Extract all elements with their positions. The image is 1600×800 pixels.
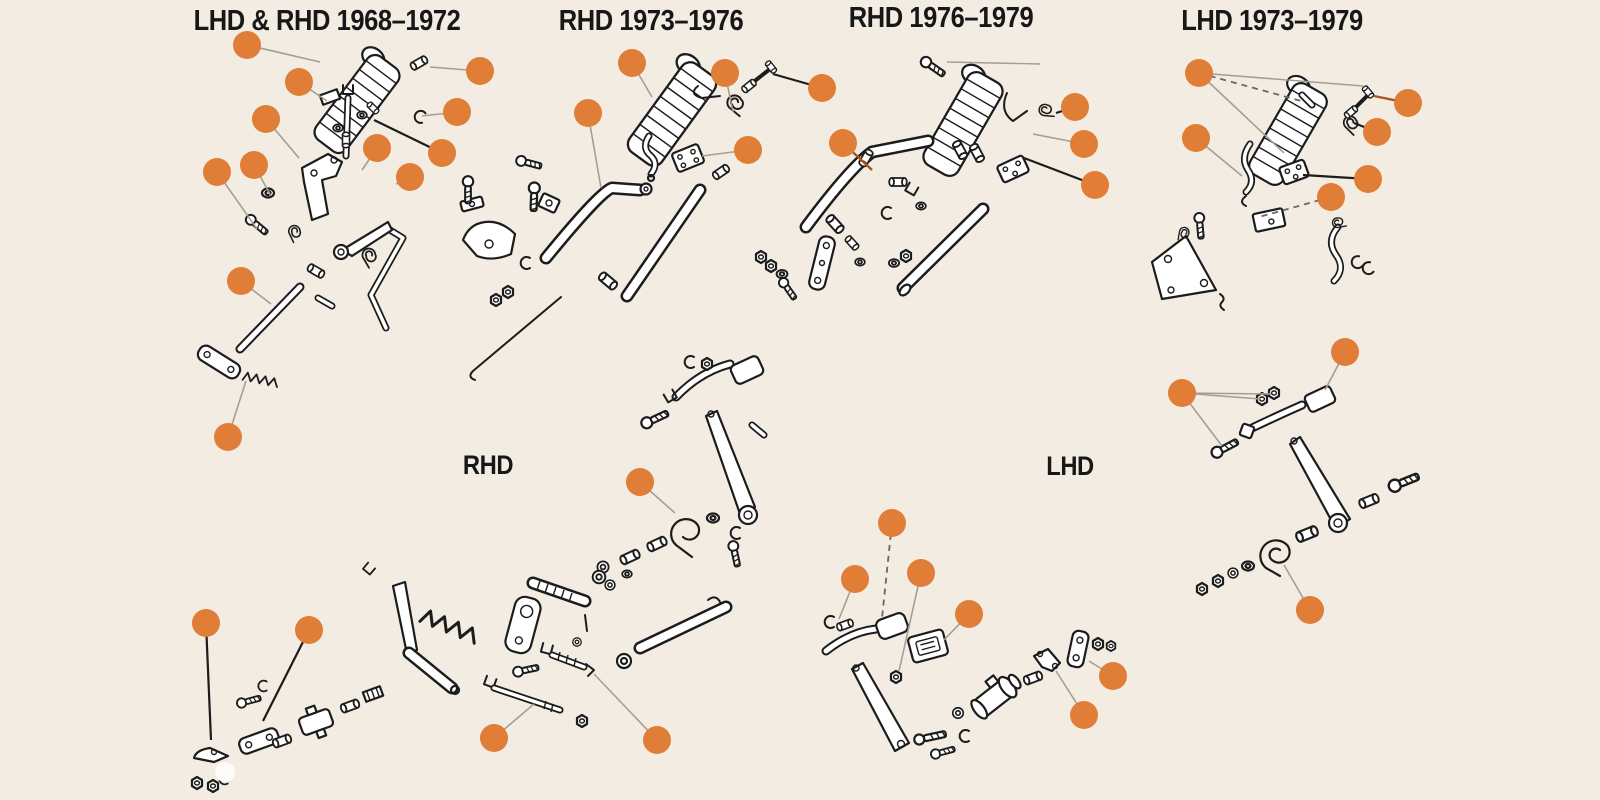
part-callout-dot-lhd-rhd-1968-1972-5[interactable] <box>203 158 231 186</box>
part-callout-dot-lhd-1[interactable] <box>878 509 906 537</box>
part-callout-dot-lhd-1973-1979-1[interactable] <box>1185 59 1213 87</box>
section-title-lhd-rhd-1968-1972: LHD & RHD 1968–1972 <box>193 5 461 37</box>
part-callout-dot-lhd-rhd-1968-1972-2[interactable] <box>285 68 313 96</box>
part-callout-dot-rhd-1976-1979-4[interactable] <box>1081 171 1109 199</box>
part-callout-dot-rhd-1973-1976-5[interactable] <box>734 136 762 164</box>
leader-line-rhd <box>204 622 213 741</box>
leader-line-lhd-1973-1979 <box>1181 392 1272 395</box>
leader-line-lhd-1973-1979 <box>1198 72 1364 87</box>
section-title-lhd-1973-1979: LHD 1973–1979 <box>1181 5 1363 37</box>
part-callout-dot-rhd-5[interactable] <box>643 726 671 754</box>
section-title-lhd: LHD <box>1046 451 1094 481</box>
part-callout-dot-rhd-1973-1976-1[interactable] <box>618 49 646 77</box>
part-callout-dot-lhd-rhd-1968-1972-9[interactable] <box>396 163 424 191</box>
art-rhd-lower <box>190 355 768 794</box>
part-callout-dot-lhd-rhd-1968-1972-11[interactable] <box>443 98 471 126</box>
leader-line-lhd-1973-1979 <box>1198 72 1285 154</box>
part-callout-dot-lhd-1973-1979-6[interactable] <box>1317 183 1345 211</box>
part-callout-dot-lhd-rhd-1968-1972-12[interactable] <box>466 57 494 85</box>
part-callout-dot-lhd-4[interactable] <box>955 600 983 628</box>
part-callout-dot-lhd-rhd-1968-1972-8[interactable] <box>363 134 391 162</box>
art-lhd-lower <box>821 612 1117 761</box>
part-callout-dot-lhd-5[interactable] <box>1099 662 1127 690</box>
leader-line-lhd-1973-1979 <box>1198 72 1306 103</box>
part-callout-dot-rhd-4[interactable] <box>480 724 508 752</box>
part-callout-dot-lhd-1973-1979-4[interactable] <box>1363 118 1391 146</box>
part-callout-dot-rhd-1976-1979-2[interactable] <box>1061 93 1089 121</box>
part-callout-dot-rhd-1973-1976-3[interactable] <box>808 74 836 102</box>
part-callout-dot-lhd-rhd-1968-1972-4[interactable] <box>240 151 268 179</box>
leader-line-lhd <box>898 572 922 672</box>
section-title-rhd-1976-1979: RHD 1976–1979 <box>848 2 1034 34</box>
art-rhd-1973-1976 <box>469 48 866 381</box>
part-callout-dot-lhd-rhd-1968-1972-3[interactable] <box>252 105 280 133</box>
part-callout-dot-rhd-2[interactable] <box>295 616 323 644</box>
part-callout-dot-rhd-3[interactable] <box>626 468 654 496</box>
part-callout-dot-lhd-1973-1979-9[interactable] <box>1296 596 1324 624</box>
part-callout-dot-lhd-6[interactable] <box>1070 701 1098 729</box>
leader-line-rhd <box>593 673 658 741</box>
section-title-rhd-1973-1976: RHD 1973–1976 <box>558 5 744 37</box>
art-rhd-1976-1979 <box>799 53 1055 297</box>
callout-overlay <box>192 31 1422 782</box>
part-callout-dot-white-rhd[interactable] <box>215 762 235 782</box>
part-callout-dot-lhd-1973-1979-5[interactable] <box>1354 165 1382 193</box>
leader-line-rhd <box>262 629 310 722</box>
art-lhd-rhd-1968-1972 <box>196 41 544 388</box>
part-callout-dot-lhd-rhd-1968-1972-1[interactable] <box>233 31 261 59</box>
part-callout-dot-lhd-1973-1979-8[interactable] <box>1168 379 1196 407</box>
part-callout-dot-rhd-1973-1976-4[interactable] <box>574 99 602 127</box>
art-lhd-1973-1979 <box>1150 70 1422 597</box>
leader-line-lhd <box>881 522 893 619</box>
part-callout-dot-lhd-rhd-1968-1972-6[interactable] <box>227 267 255 295</box>
part-callout-dot-lhd-rhd-1968-1972-7[interactable] <box>214 423 242 451</box>
part-callout-dot-rhd-1976-1979-1[interactable] <box>829 129 857 157</box>
part-callout-dot-rhd-1[interactable] <box>192 609 220 637</box>
part-callout-dot-rhd-1973-1976-2[interactable] <box>711 59 739 87</box>
part-callout-dot-lhd-1973-1979-2[interactable] <box>1182 124 1210 152</box>
part-callout-dot-lhd-2[interactable] <box>841 565 869 593</box>
part-callout-dot-lhd-1973-1979-3[interactable] <box>1394 89 1422 117</box>
part-callout-dot-rhd-1976-1979-3[interactable] <box>1070 130 1098 158</box>
part-callout-dot-lhd-1973-1979-7[interactable] <box>1331 338 1359 366</box>
part-callout-dot-lhd-3[interactable] <box>907 559 935 587</box>
part-callout-dot-lhd-rhd-1968-1972-10[interactable] <box>428 139 456 167</box>
section-title-rhd: RHD <box>462 450 514 480</box>
